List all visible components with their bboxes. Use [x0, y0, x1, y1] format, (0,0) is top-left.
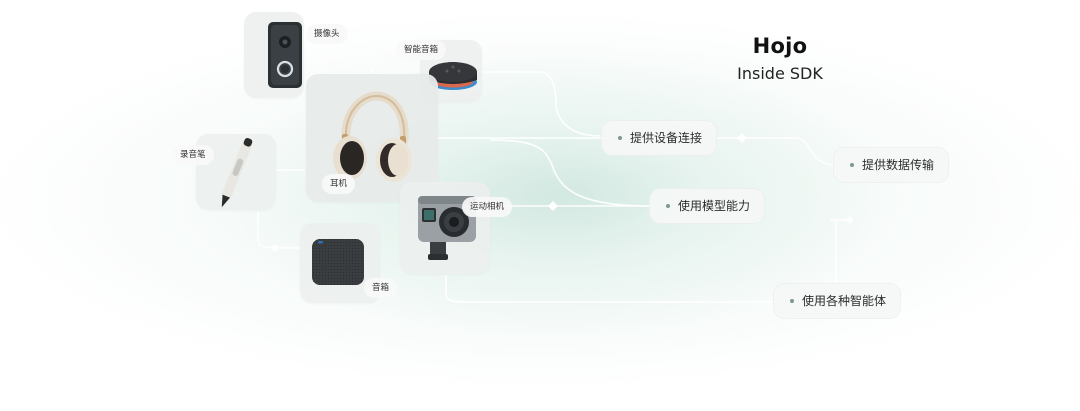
device-label-recording-pen: 录音笔 [172, 145, 214, 165]
recording-pen-icon [221, 138, 253, 208]
device-label-speaker: 音箱 [364, 278, 398, 298]
smart-speaker-icon [429, 62, 477, 90]
brand-block: Hojo Inside SDK [710, 34, 850, 83]
capability-model[interactable]: 使用模型能力 [650, 189, 765, 223]
device-label-camera: 摄像头 [306, 24, 348, 44]
bullet-dot-icon [850, 162, 854, 167]
device-card-camera[interactable] [244, 12, 304, 98]
capability-agents[interactable]: 使用各种智能体 [774, 284, 901, 318]
capability-label: 提供数据传输 [862, 158, 935, 172]
capability-device-connection[interactable]: 提供设备连接 [602, 121, 717, 155]
device-label-action-camera: 运动相机 [462, 197, 513, 217]
capability-label: 使用模型能力 [678, 199, 751, 213]
bullet-dot-icon [790, 298, 794, 303]
doorbell-camera-icon [268, 22, 302, 88]
device-card-action-camera[interactable] [400, 182, 490, 274]
capability-data-transfer[interactable]: 提供数据传输 [834, 148, 949, 182]
action-camera-icon [418, 196, 476, 260]
bullet-dot-icon [666, 203, 670, 208]
capability-label: 提供设备连接 [630, 131, 703, 145]
speaker-icon [312, 239, 364, 285]
brand-title: Hojo [752, 34, 808, 58]
device-label-headphones: 耳机 [322, 174, 356, 194]
headphones-icon [333, 91, 412, 182]
capability-label: 使用各种智能体 [802, 294, 887, 308]
bullet-dot-icon [618, 135, 622, 140]
brand-subtitle: Inside SDK [737, 64, 823, 83]
device-label-smart-speaker: 智能音箱 [396, 40, 447, 60]
